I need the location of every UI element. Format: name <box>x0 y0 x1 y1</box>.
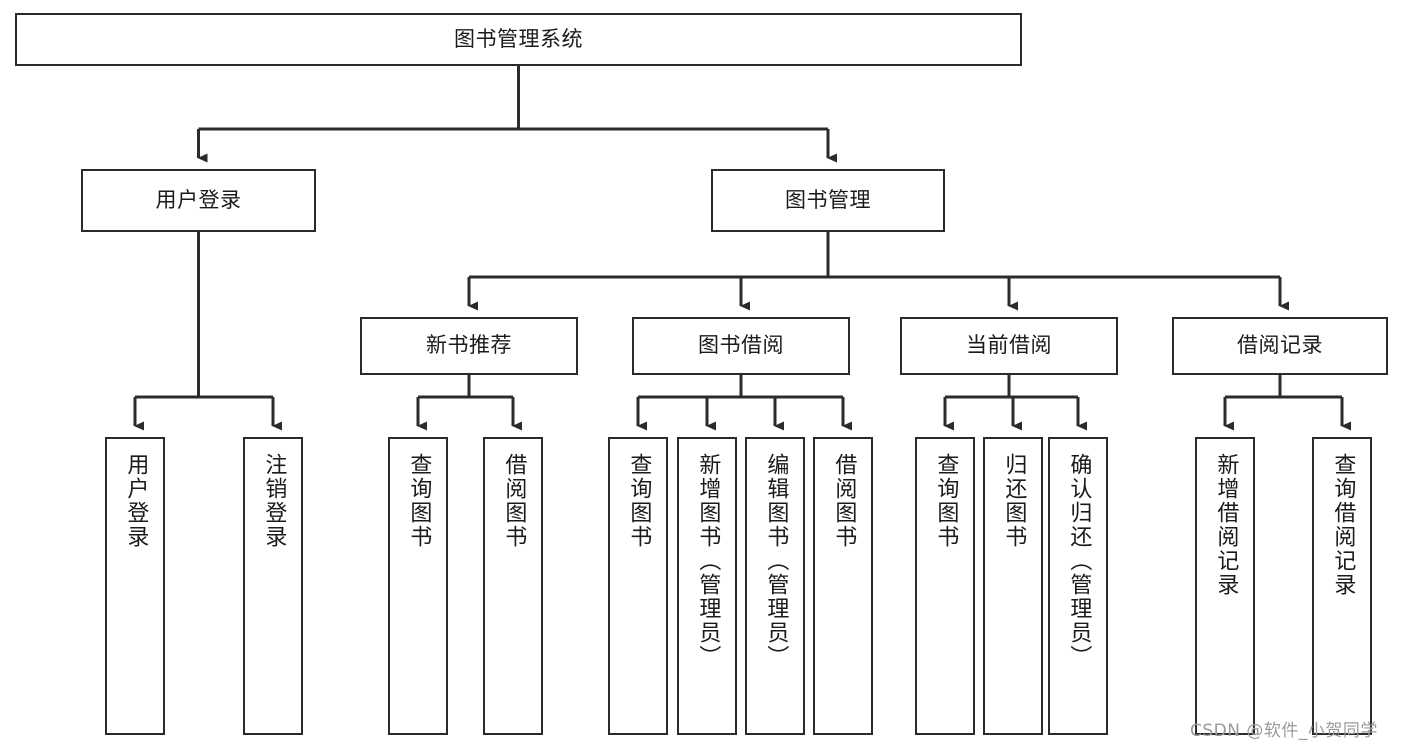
node-label: 查询图书 <box>933 453 959 549</box>
node-leaf-10[interactable]: 归还图书 <box>983 437 1043 735</box>
node-leaf-4[interactable]: 借阅图书 <box>483 437 543 735</box>
node-label: 查询图书 <box>626 453 652 549</box>
node-leaf-11[interactable]: 确认归还（管理员） <box>1048 437 1108 735</box>
node-label: 当前借阅 <box>966 333 1052 358</box>
node-label: 新书推荐 <box>426 333 512 358</box>
node-bookmgmt[interactable]: 图书管理 <box>711 169 945 232</box>
node-leaf-6[interactable]: 新增图书（管理员） <box>677 437 737 735</box>
node-label: 借阅图书 <box>831 453 857 549</box>
node-root[interactable]: 图书管理系统 <box>15 13 1022 66</box>
node-label: 用户登录 <box>123 453 149 549</box>
node-label: 图书管理 <box>785 187 871 212</box>
node-label: 查询图书 <box>406 453 432 549</box>
node-borrow[interactable]: 图书借阅 <box>632 317 850 375</box>
node-label: 确认归还（管理员） <box>1066 453 1092 669</box>
node-leaf-5[interactable]: 查询图书 <box>608 437 668 735</box>
node-leaf-3[interactable]: 查询图书 <box>388 437 448 735</box>
node-label: 注销登录 <box>261 453 287 549</box>
node-label: 图书借阅 <box>698 333 784 358</box>
node-leaf-8[interactable]: 借阅图书 <box>813 437 873 735</box>
node-current[interactable]: 当前借阅 <box>900 317 1118 375</box>
node-leaf-7[interactable]: 编辑图书（管理员） <box>745 437 805 735</box>
node-login[interactable]: 用户登录 <box>81 169 316 232</box>
node-label: 编辑图书（管理员） <box>763 453 789 669</box>
node-label: 查询借阅记录 <box>1330 453 1356 597</box>
node-leaf-2[interactable]: 注销登录 <box>243 437 303 735</box>
node-label: 新增借阅记录 <box>1213 453 1239 597</box>
node-label: 新增图书（管理员） <box>695 453 721 669</box>
node-leaf-12[interactable]: 新增借阅记录 <box>1195 437 1255 735</box>
node-label: 借阅记录 <box>1237 333 1323 358</box>
node-newbook[interactable]: 新书推荐 <box>360 317 578 375</box>
node-label: 用户登录 <box>155 187 242 212</box>
node-label: 图书管理系统 <box>454 26 583 51</box>
node-label: 借阅图书 <box>501 453 527 549</box>
node-leaf-9[interactable]: 查询图书 <box>915 437 975 735</box>
csdn-watermark: CSDN @软件_小贺同学 <box>1190 721 1378 741</box>
node-records[interactable]: 借阅记录 <box>1172 317 1388 375</box>
node-leaf-13[interactable]: 查询借阅记录 <box>1312 437 1372 735</box>
node-leaf-1[interactable]: 用户登录 <box>105 437 165 735</box>
node-label: 归还图书 <box>1001 453 1027 549</box>
